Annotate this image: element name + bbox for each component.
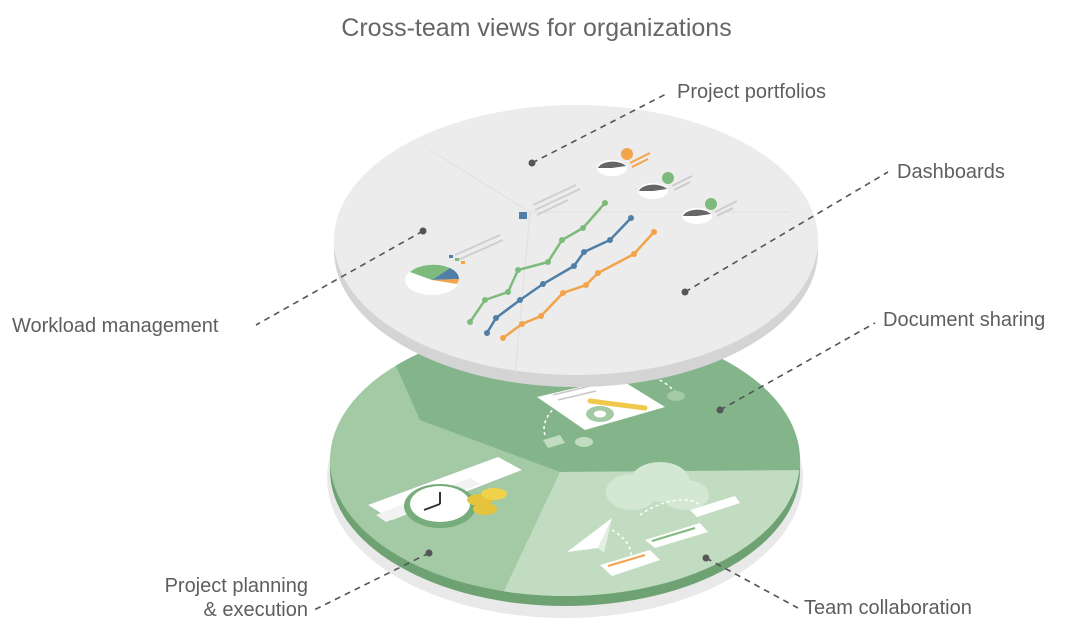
trend-lines bbox=[467, 200, 657, 341]
leader-workload-management bbox=[255, 230, 424, 326]
label-dashboards: Dashboards bbox=[897, 161, 1005, 183]
collaboration-artwork bbox=[567, 462, 740, 576]
label-project-planning: Project planning & execution bbox=[100, 574, 308, 622]
label-document-sharing: Document sharing bbox=[883, 309, 1046, 331]
label-project-planning-line1: Project planning bbox=[164, 575, 308, 597]
label-workload-management: Workload management bbox=[12, 315, 219, 337]
leader-lines bbox=[255, 92, 889, 611]
anchor-dots bbox=[419, 159, 724, 562]
label-project-planning-line2: & execution bbox=[203, 599, 308, 621]
planning-artwork bbox=[368, 457, 522, 528]
leader-project-portfolios bbox=[531, 92, 669, 164]
portfolio-artwork bbox=[519, 148, 738, 224]
label-team-collaboration: Team collaboration bbox=[804, 597, 972, 619]
label-project-portfolios: Project portfolios bbox=[677, 81, 826, 103]
page-title: Cross-team views for organizations bbox=[341, 14, 732, 42]
leader-document-sharing bbox=[719, 322, 876, 411]
workload-artwork bbox=[405, 234, 504, 295]
top-disc bbox=[334, 105, 818, 387]
